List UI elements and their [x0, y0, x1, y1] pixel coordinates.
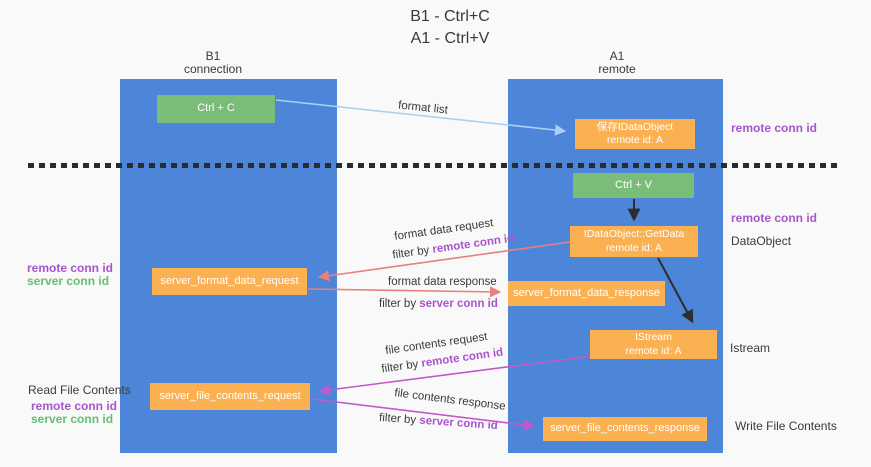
filter-by-text: filter by — [380, 357, 423, 376]
node-server-file-contents-response: server_file_contents_response — [543, 417, 707, 441]
node-saved-idataobject: 保存IDataObject remote id: A — [575, 119, 695, 149]
node-ctrl-c: Ctrl + C — [157, 95, 275, 123]
istream-line1: IStream — [635, 331, 672, 343]
filter-by-text: filter by — [378, 411, 420, 427]
annotation-istream: Istream — [730, 341, 771, 355]
node-server-format-data-response: server_format_data_response — [508, 281, 665, 306]
annotation-remote-conn-id-mid: remote conn id — [731, 211, 818, 225]
annotation-dataobject: DataObject — [731, 234, 792, 248]
getdata-line2: remote id: A — [605, 241, 663, 254]
server-format-data-response-label: server_format_data_response — [513, 286, 660, 299]
filter-by-text: filter by — [391, 243, 434, 262]
annotation-left-conn-ids-bottom: remote conn id server conn id — [31, 400, 117, 426]
lane-header-a1: A1 remote — [557, 50, 677, 76]
saved-idataobject-line2: remote id: A — [606, 134, 664, 146]
flow-label-filter-server-1: filter by server conn id — [379, 298, 498, 310]
title-line-b1: B1 - Ctrl+C — [410, 8, 490, 25]
copy-paste-separator-line — [28, 163, 837, 168]
lane-a1-role: remote — [598, 62, 636, 76]
server-conn-id-text: server conn id — [418, 414, 499, 433]
flow-label-file-contents-response: file contents response — [393, 387, 507, 413]
node-idataobject-getdata: IDataObject::GetData remote id: A — [570, 226, 698, 257]
node-server-file-contents-request: server_file_contents_request — [150, 383, 310, 410]
left-bottom-server-conn-id: server conn id — [31, 412, 114, 426]
server-file-contents-response-label: server_file_contents_response — [550, 422, 700, 435]
title-line-a1: A1 - Ctrl+V — [410, 30, 490, 47]
diagram-title: B1 - Ctrl+C A1 - Ctrl+V — [340, 6, 560, 50]
annotation-remote-conn-id-top: remote conn id — [731, 121, 818, 135]
saved-idataobject-line1: 保存IDataObject — [596, 120, 674, 133]
annotation-left-conn-ids-mid: remote conn id server conn id — [27, 262, 113, 288]
flow-label-format-list: format list — [397, 99, 449, 117]
left-bottom-remote-conn-id: remote conn id — [31, 399, 118, 413]
annotation-read-file-contents: Read File Contents — [28, 383, 131, 397]
istream-line2: remote id: A — [625, 344, 682, 357]
lane-header-b1: B1 connection — [153, 50, 273, 76]
server-conn-id-text: server conn id — [419, 298, 498, 310]
lane-b1-role: connection — [183, 62, 243, 76]
ctrl-v-label: Ctrl + V — [615, 178, 652, 191]
ctrl-c-label: Ctrl + C — [197, 102, 235, 115]
node-istream: IStream remote id: A — [590, 330, 717, 359]
left-mid-remote-conn-id: remote conn id — [27, 261, 114, 275]
annotation-write-file-contents: Write File Contents — [735, 419, 837, 433]
lane-b1-name: B1 — [205, 49, 221, 63]
lane-a1-name: A1 — [609, 49, 625, 63]
server-file-contents-request-label: server_file_contents_request — [159, 389, 301, 402]
server-format-data-request-label: server_format_data_request — [160, 274, 299, 287]
filter-by-text: filter by — [379, 298, 420, 310]
node-ctrl-v: Ctrl + V — [573, 173, 694, 198]
getdata-line1: IDataObject::GetData — [583, 228, 685, 240]
node-server-format-data-request: server_format_data_request — [152, 268, 307, 295]
flow-label-format-data-response: format data response — [388, 276, 497, 288]
left-mid-server-conn-id: server conn id — [27, 274, 110, 288]
flow-label-filter-server-2: filter by server conn id — [379, 412, 498, 432]
